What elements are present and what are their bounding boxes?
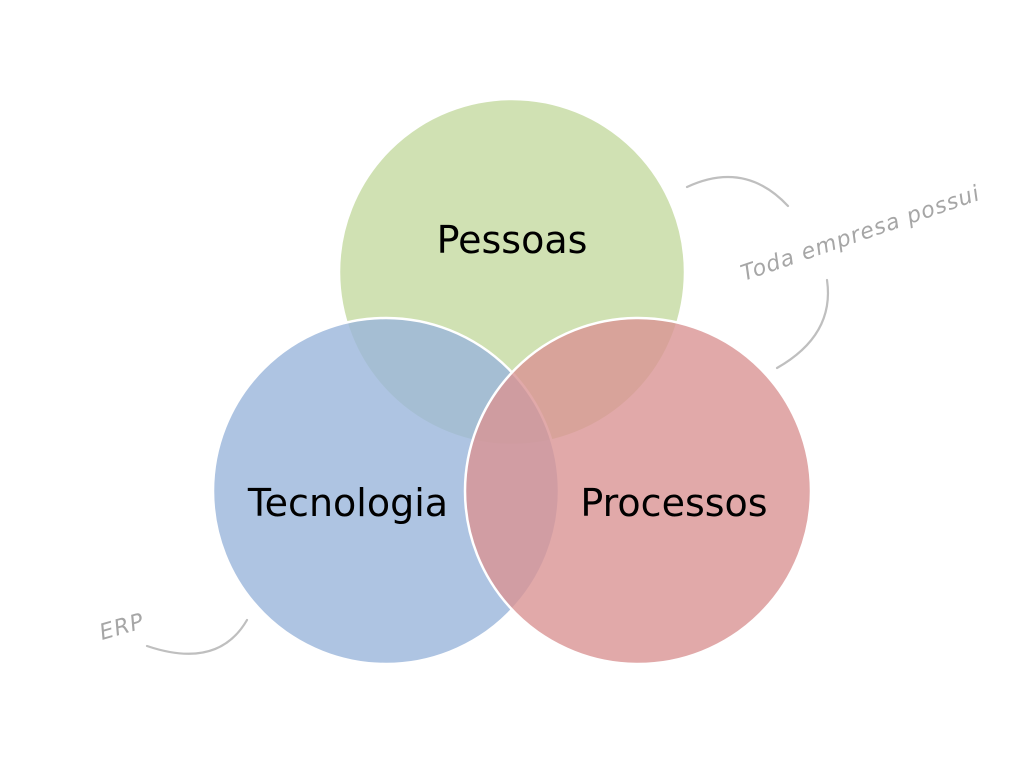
annotation-curve-erp bbox=[145, 618, 249, 655]
annotation-toda-empresa-possui: Toda empresa possui bbox=[738, 181, 984, 287]
annotation-erp: ERP bbox=[97, 609, 148, 646]
circle-processos bbox=[463, 316, 813, 666]
annotation-curve-top bbox=[685, 175, 790, 208]
annotation-curve-right bbox=[775, 278, 830, 370]
label-processos: Processos bbox=[580, 481, 767, 525]
label-pessoas: Pessoas bbox=[437, 218, 588, 262]
label-tecnologia: Tecnologia bbox=[247, 481, 448, 525]
